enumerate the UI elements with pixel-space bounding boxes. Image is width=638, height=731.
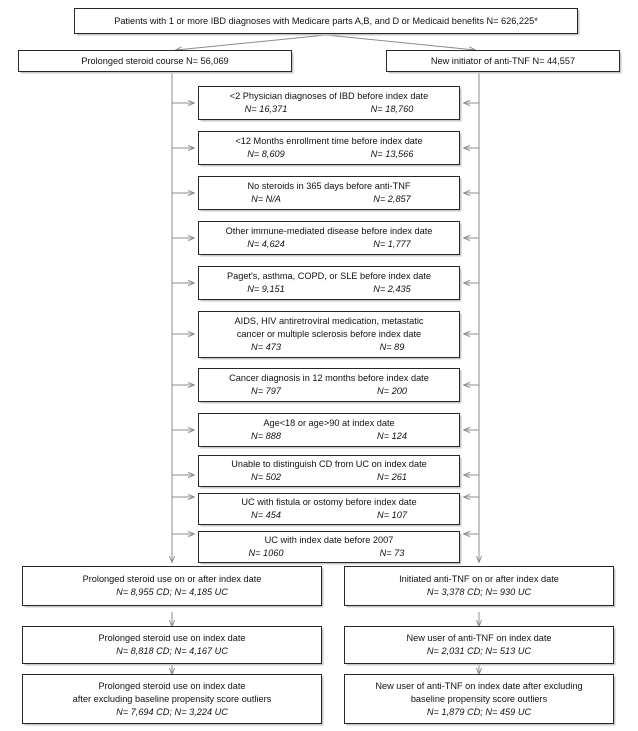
exclusion-counts: N= 454 N= 107 [203, 509, 455, 522]
exclusion-count-right: N= 2,435 [373, 284, 411, 294]
exclusion-count-left: N= 454 [251, 510, 281, 520]
result-box-antitnf-2: New user of anti-TNF on index date N= 2,… [344, 626, 614, 664]
exclusion-box: <2 Physician diagnoses of IBD before ind… [198, 86, 460, 120]
result-box-antitnf-1: Initiated anti-TNF on or after index dat… [344, 566, 614, 606]
result-box-antitnf-3: New user of anti-TNF on index date after… [344, 674, 614, 724]
exclusion-count-left: N= 473 [251, 342, 281, 352]
exclusion-count-left: N= 16,371 [244, 104, 288, 114]
top-cohort-box: Patients with 1 or more IBD diagnoses wi… [74, 8, 578, 34]
branch-antitnf-label: New initiator of anti-TNF N= 44,557 [430, 55, 576, 66]
exclusion-count-right: N= 2,857 [373, 194, 411, 204]
exclusion-counts: N= 473 N= 89 [203, 341, 455, 354]
result-line-1: Prolonged steroid use on index date [98, 680, 246, 691]
exclusion-box: Unable to distinguish CD from UC on inde… [198, 455, 460, 487]
result-box-steroid-1: Prolonged steroid use on or after index … [22, 566, 322, 606]
result-line-1: New user of anti-TNF on index date [406, 633, 552, 643]
exclusion-counts: N= 502 N= 261 [203, 471, 455, 484]
exclusion-title-line2: cancer or multiple sclerosis before inde… [236, 329, 422, 339]
exclusion-box: Other immune-mediated disease before ind… [198, 221, 460, 255]
exclusion-count-left: N= 502 [251, 472, 281, 482]
exclusion-title: Cancer diagnosis in 12 months before ind… [229, 373, 429, 383]
exclusion-count-right: N= 89 [379, 342, 405, 352]
exclusion-title: Age<18 or age>90 at index date [263, 418, 395, 428]
exclusion-box: UC with index date before 2007 N= 1060 N… [198, 531, 460, 563]
top-cohort-text: Patients with 1 or more IBD diagnoses wi… [114, 15, 538, 26]
exclusion-box: <12 Months enrollment time before index … [198, 131, 460, 165]
exclusion-title: <2 Physician diagnoses of IBD before ind… [229, 91, 429, 101]
exclusion-count-left: N= N/A [251, 194, 281, 204]
exclusion-box: UC with fistula or ostomy before index d… [198, 493, 460, 525]
exclusion-box: AIDS, HIV antiretroviral medication, met… [198, 311, 460, 358]
exclusion-count-right: N= 107 [377, 510, 407, 520]
exclusion-count-right: N= 13,566 [370, 149, 414, 159]
result-line-2: N= 8,818 CD; N= 4,167 UC [116, 646, 228, 656]
result-line-2: N= 8,955 CD; N= 4,185 UC [116, 587, 228, 597]
exclusion-title: Unable to distinguish CD from UC on inde… [231, 459, 427, 469]
exclusion-count-left: N= 4,624 [247, 239, 285, 249]
exclusion-title: No steroids in 365 days before anti-TNF [247, 181, 411, 191]
exclusion-title: UC with index date before 2007 [264, 535, 394, 545]
result-box-steroid-3: Prolonged steroid use on index date afte… [22, 674, 322, 724]
result-line-2: N= 2,031 CD; N= 513 UC [426, 646, 532, 656]
exclusion-box: Paget's, asthma, COPD, or SLE before ind… [198, 266, 460, 300]
branch-steroid-label: Prolonged steroid course N= 56,069 [81, 55, 229, 66]
exclusion-counts: N= N/A N= 2,857 [203, 193, 455, 206]
exclusion-title: Other immune-mediated disease before ind… [225, 226, 433, 236]
exclusion-count-right: N= 261 [377, 472, 407, 482]
exclusion-box: Cancer diagnosis in 12 months before ind… [198, 368, 460, 402]
result-line-2: baseline propensity score outliers [410, 693, 548, 704]
exclusion-counts: N= 8,609 N= 13,566 [203, 148, 455, 161]
exclusion-title: Paget's, asthma, COPD, or SLE before ind… [227, 271, 431, 281]
exclusion-counts: N= 16,371 N= 18,760 [203, 103, 455, 116]
result-box-steroid-2: Prolonged steroid use on index date N= 8… [22, 626, 322, 664]
result-line-1: Initiated anti-TNF on or after index dat… [399, 574, 559, 584]
exclusion-box: No steroids in 365 days before anti-TNF … [198, 176, 460, 210]
exclusion-title: AIDS, HIV antiretroviral medication, met… [234, 316, 424, 326]
exclusion-count-right: N= 73 [379, 548, 405, 558]
exclusion-counts: N= 797 N= 200 [203, 385, 455, 398]
result-line-2: after excluding baseline propensity scor… [72, 693, 272, 704]
exclusion-count-left: N= 797 [251, 386, 281, 396]
exclusion-count-left: N= 9,151 [247, 284, 285, 294]
exclusion-title: <12 Months enrollment time before index … [235, 136, 423, 146]
exclusion-count-right: N= 124 [377, 431, 407, 441]
result-line-3: N= 7,694 CD; N= 3,224 UC [116, 706, 228, 717]
exclusion-count-left: N= 8,609 [247, 149, 285, 159]
exclusion-count-right: N= 1,777 [373, 239, 411, 249]
branch-box-steroid: Prolonged steroid course N= 56,069 [18, 50, 292, 72]
exclusion-count-right: N= 18,760 [370, 104, 414, 114]
exclusion-box: Age<18 or age>90 at index date N= 888 N=… [198, 413, 460, 447]
branch-box-antitnf: New initiator of anti-TNF N= 44,557 [386, 50, 620, 72]
result-line-1: New user of anti-TNF on index date after… [375, 680, 583, 691]
exclusion-counts: N= 888 N= 124 [203, 430, 455, 443]
exclusion-count-left: N= 1060 [248, 548, 284, 558]
exclusion-count-right: N= 200 [377, 386, 407, 396]
result-line-2: N= 3,378 CD; N= 930 UC [426, 587, 532, 597]
result-line-3: N= 1,879 CD; N= 459 UC [426, 706, 532, 717]
exclusion-counts: N= 1060 N= 73 [203, 547, 455, 560]
exclusion-counts: N= 4,624 N= 1,777 [203, 238, 455, 251]
result-line-1: Prolonged steroid use on index date [98, 633, 246, 643]
exclusion-title: UC with fistula or ostomy before index d… [241, 497, 417, 507]
exclusion-count-left: N= 888 [251, 431, 281, 441]
exclusion-counts: N= 9,151 N= 2,435 [203, 283, 455, 296]
result-line-1: Prolonged steroid use on or after index … [82, 574, 262, 584]
